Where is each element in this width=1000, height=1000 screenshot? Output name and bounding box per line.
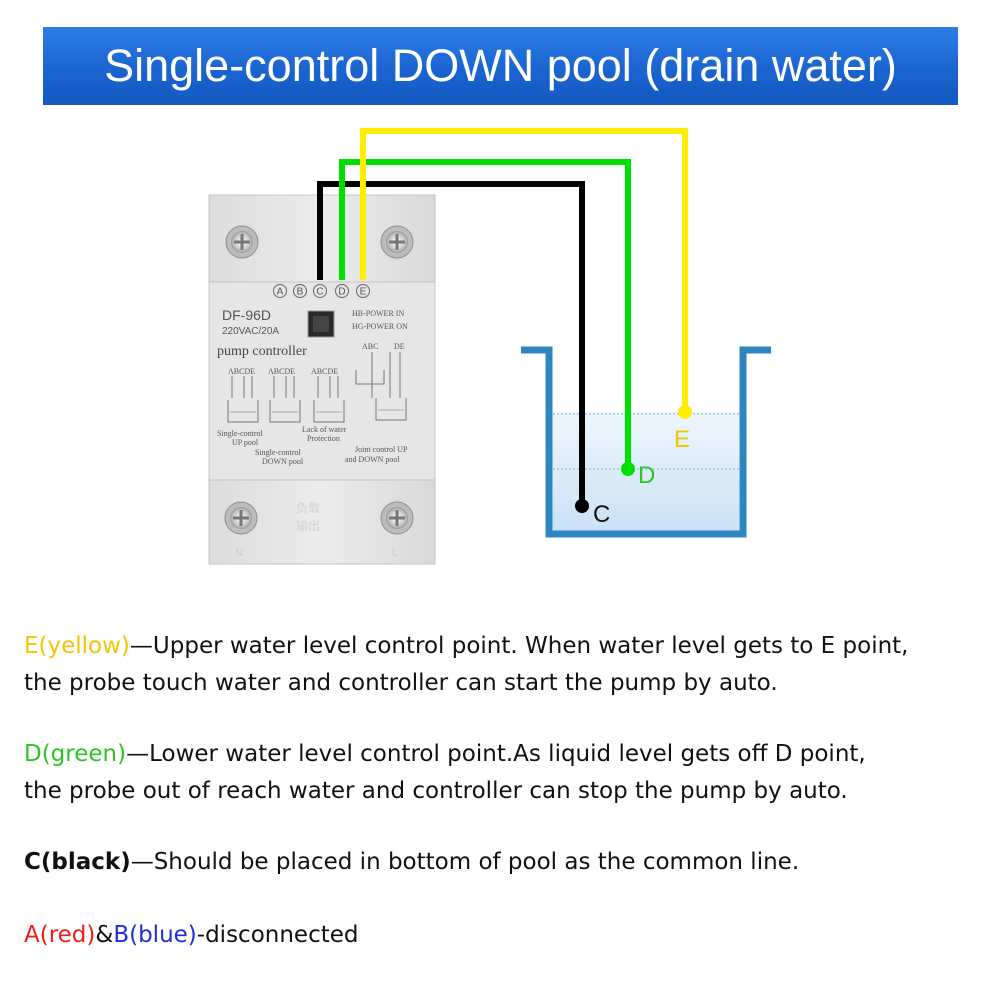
desc-c-line: C(black)—Should be placed in bottom of p… — [24, 844, 799, 880]
abc-label: ABC — [362, 342, 378, 351]
power-on-label: HG-POWER ON — [352, 322, 408, 331]
desc-ab-text: -disconnected — [196, 922, 359, 948]
terminal-labels: A B C D E — [273, 284, 370, 298]
mode-single-up-line2: UP pool — [232, 438, 259, 447]
mode-joint-line2: and DOWN pool — [345, 455, 400, 464]
screw-bottom-right — [380, 501, 414, 535]
mode-single-up-line1: Single-control — [217, 429, 264, 438]
desc-d-line1: D(green)—Lower water level control point… — [24, 736, 866, 772]
terminal-e-label: E — [360, 287, 367, 298]
wire-black-c — [317, 181, 585, 506]
de-label: DE — [394, 342, 405, 351]
device-name-label: pump controller — [217, 344, 307, 359]
desc-b-label: B(blue) — [113, 922, 197, 948]
desc-ab-line: A(red)&B(blue)-disconnected — [24, 917, 359, 953]
mode-labels: Single-control UP pool Lack of water Pro… — [217, 425, 408, 466]
probe-e-label: E — [674, 426, 690, 453]
terminal-c-label: C — [316, 287, 323, 298]
desc-e-line2: the probe touch water and controller can… — [24, 670, 778, 696]
desc-e-line1: E(yellow)—Upper water level control poin… — [24, 628, 909, 664]
mode-mini-diagrams — [227, 352, 407, 423]
wire-green-d — [339, 159, 631, 469]
screw-top-right — [380, 225, 414, 259]
terminal-l-label: L — [392, 547, 398, 559]
mode-diagram-header-2: ABCDE — [268, 367, 295, 376]
terminal-a-label: A — [277, 287, 284, 298]
desc-c-label: C(black) — [24, 849, 131, 875]
mode-single-down-line1: Single-control — [255, 448, 302, 457]
desc-c-text: —Should be placed in bottom of pool as t… — [130, 849, 800, 875]
rating-label: 220VAC/20A — [222, 326, 279, 337]
terminal-n-label: N — [235, 547, 243, 559]
desc-e-label: E(yellow) — [24, 633, 130, 659]
desc-d-line2: the probe out of reach water and control… — [24, 778, 848, 804]
wires — [317, 128, 688, 506]
desc-e-text-line1: —Upper water level control point. When w… — [129, 633, 909, 659]
wire-yellow-e — [360, 128, 688, 412]
load-output-label-2: 输出 — [296, 518, 320, 533]
pool-tank — [521, 346, 771, 538]
wiring-diagram: A B C D E DF-96D 220VAC/20A pump control… — [208, 128, 771, 565]
screw-top-left — [225, 225, 259, 259]
mode-joint-line1: Joint control UP — [355, 445, 408, 454]
desc-d-label: D(green) — [24, 741, 127, 767]
mode-diagram-header-1: ABCDE — [228, 367, 255, 376]
load-output-label-1: 负载 — [296, 501, 320, 515]
power-in-label: HB-POWER IN — [352, 309, 404, 318]
indicator-window — [307, 310, 335, 338]
probe-c-label: C — [593, 501, 610, 528]
terminal-b-label: B — [297, 287, 304, 298]
desc-d-text-line1: —Lower water level control point.As liqu… — [126, 741, 866, 767]
probe-d-label: D — [638, 462, 655, 489]
mode-single-down-line2: DOWN pool — [262, 457, 304, 466]
screw-bottom-left — [224, 501, 258, 535]
probe-d-dot — [621, 462, 635, 476]
desc-a-label: A(red) — [24, 922, 96, 948]
probe-c-dot — [575, 499, 589, 513]
model-label: DF-96D — [222, 307, 271, 323]
mode-lack-water-line1: Lack of water — [302, 425, 347, 434]
tank-outline — [521, 346, 771, 538]
terminal-d-label: D — [338, 287, 345, 298]
desc-ab-amp: & — [95, 922, 114, 948]
mode-lack-water-line2: Protection — [307, 434, 340, 443]
probe-e-dot — [678, 405, 692, 419]
mode-diagram-header-3: ABCDE — [311, 367, 338, 376]
pump-controller-device: A B C D E DF-96D 220VAC/20A pump control… — [208, 194, 436, 565]
title-banner: Single-control DOWN pool (drain water) — [43, 27, 958, 105]
